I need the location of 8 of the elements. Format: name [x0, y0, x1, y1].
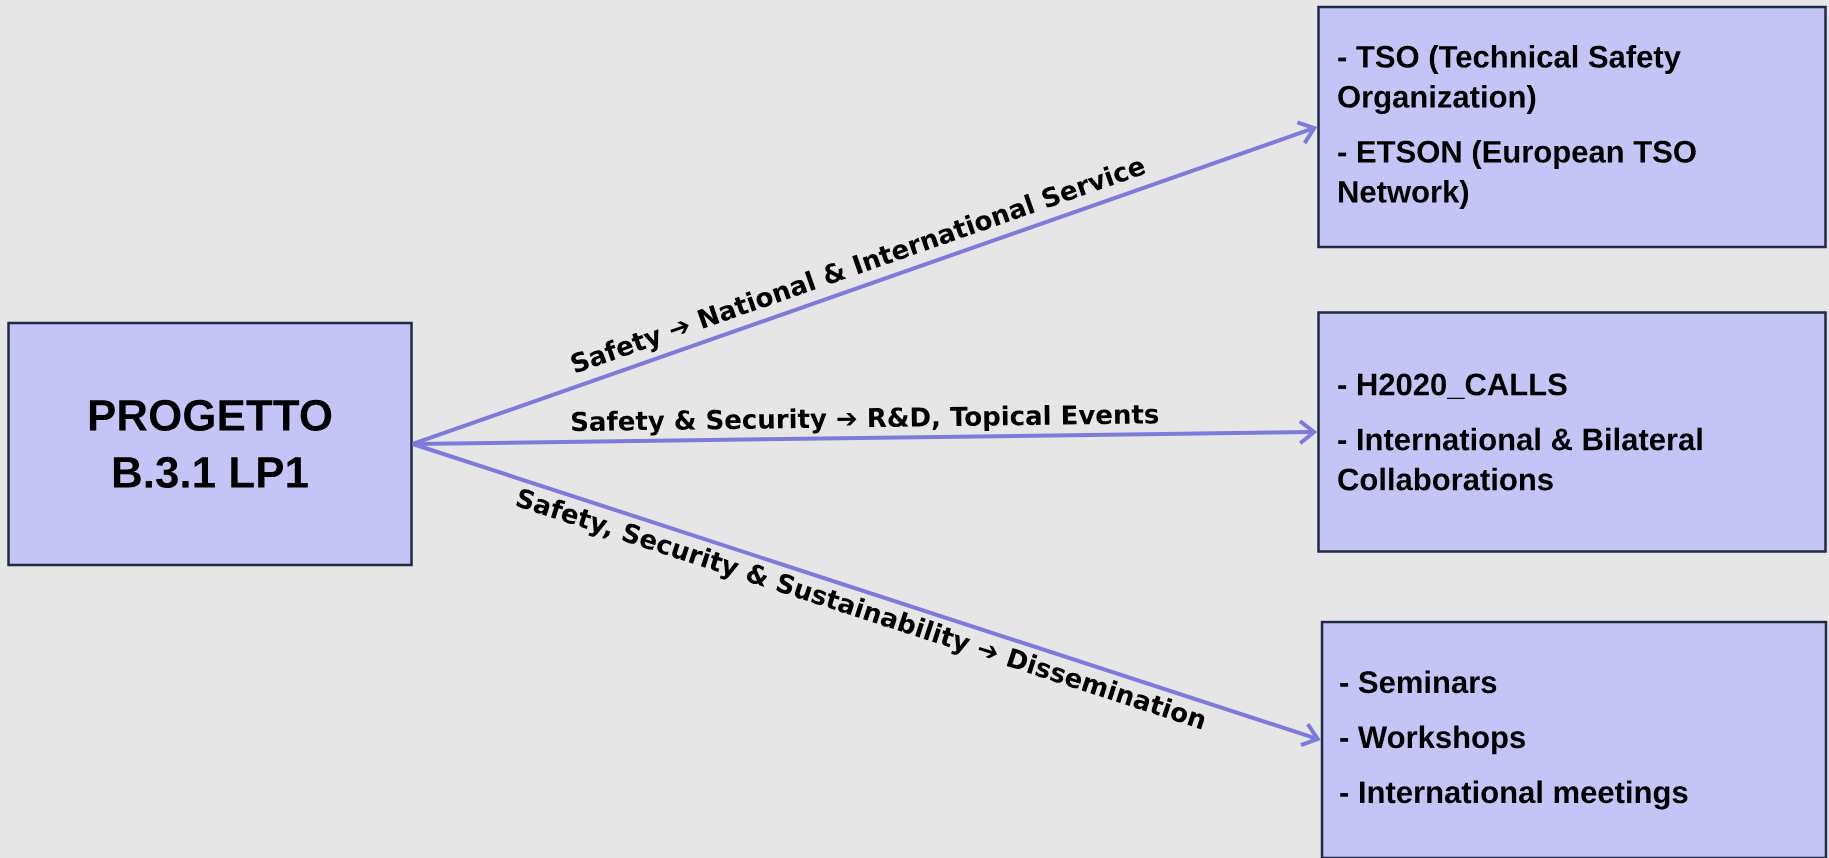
arrow	[412, 419, 1318, 446]
arrow	[412, 120, 1318, 446]
text-box: - Seminars - Workshops - International meetings	[1320, 620, 1828, 858]
text-box: - H2020_CALLS - International & Bilateral Collaborations	[1317, 311, 1827, 553]
edge-label: Safety & Security ➔ R&D, Topical Events	[569, 402, 1161, 438]
arrow	[412, 442, 1321, 747]
text-box: - TSO (Technical Safety Organization) - ETSON (European TSO Network)	[1317, 5, 1827, 249]
text-box: PROGETTO B.3.1 LP1	[7, 321, 413, 567]
